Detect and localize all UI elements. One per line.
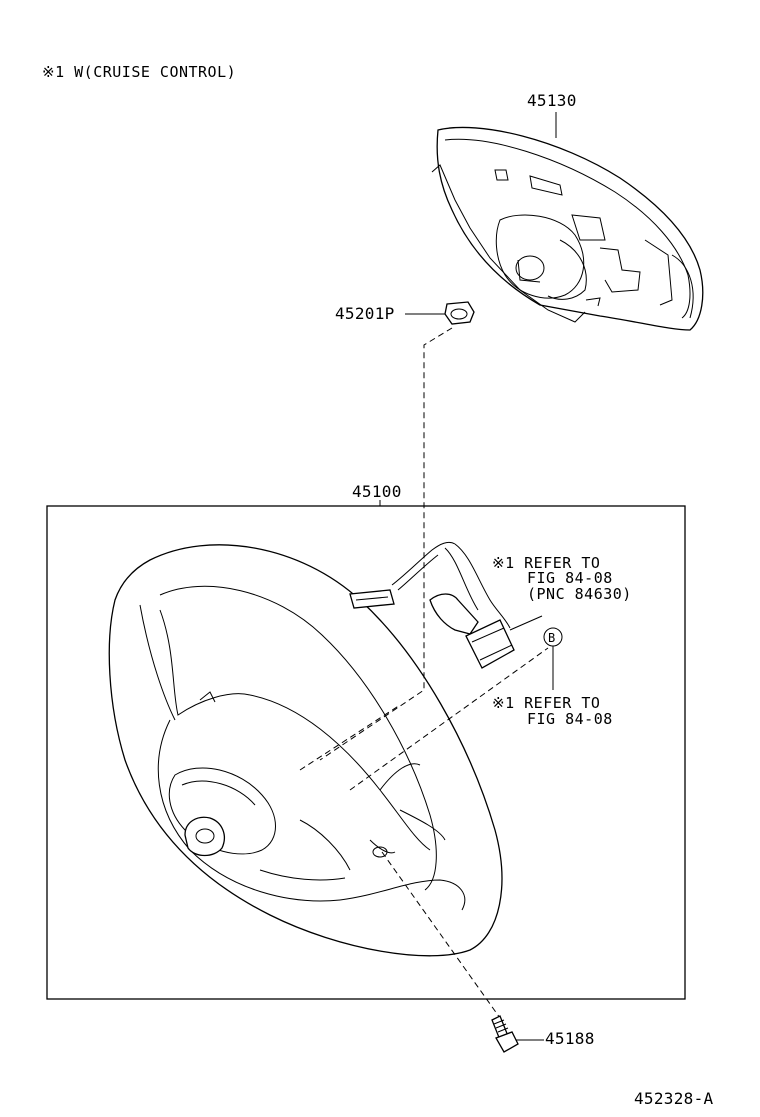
- figure-id: 452328-A: [634, 1089, 714, 1108]
- callout-b-label: B: [548, 631, 556, 645]
- refer-note-1-line3: (PNC 84630): [527, 585, 632, 603]
- refer-note-2-line2: FIG 84-08: [527, 710, 613, 728]
- leader-switch: [509, 615, 543, 631]
- refer-note-1-line1: ※1 REFER TO: [492, 554, 600, 572]
- part-number-45201p: 45201P: [335, 304, 395, 323]
- assembly-frame: [46, 505, 686, 1000]
- refer-note-1-line2: FIG 84-08: [527, 569, 613, 587]
- wire-harness-drawing: [349, 541, 511, 629]
- refer-note-2-line1: ※1 REFER TO: [492, 694, 600, 712]
- part-number-45100: 45100: [352, 482, 402, 501]
- part-number-45130: 45130: [527, 91, 577, 110]
- bolt-guide-line: [381, 851, 501, 1019]
- header-note: ※1 W(CRUISE CONTROL): [42, 63, 236, 81]
- part-number-45188: 45188: [545, 1029, 595, 1048]
- bolt-icon: [491, 1015, 519, 1053]
- wheel-guide-line-2: [349, 647, 549, 791]
- nut-icon: [444, 301, 475, 325]
- horn-pad-drawing: [431, 126, 704, 331]
- cruise-switch-drawing: [429, 593, 515, 669]
- wheel-guide-line-1: [299, 704, 401, 771]
- nut-guide-line: [319, 327, 453, 761]
- steering-wheel-drawing: [108, 544, 503, 957]
